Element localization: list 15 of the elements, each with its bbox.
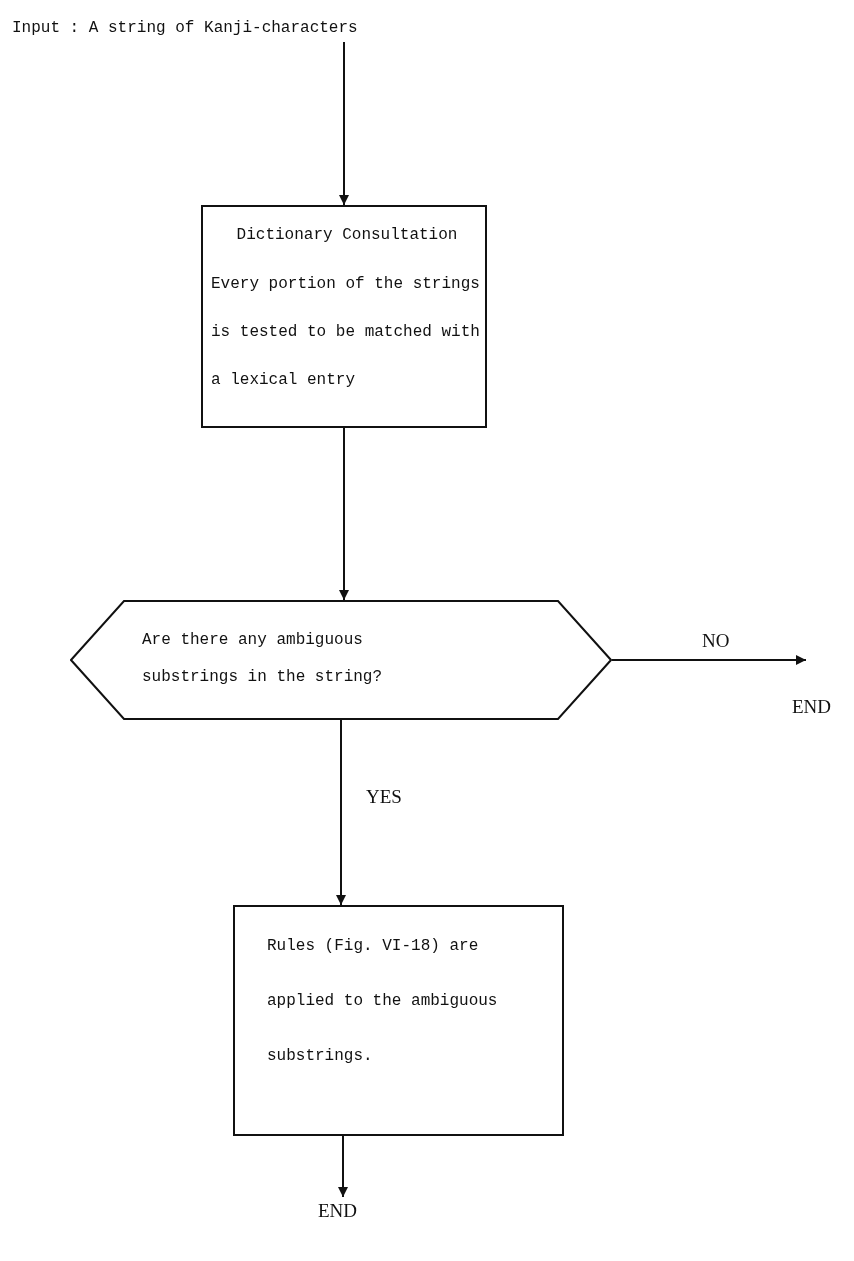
- box-text: Rules (Fig. VI-18) are applied to the ambiguous substrings.: [267, 936, 499, 1067]
- end-label: END: [792, 695, 833, 719]
- input-label: Input : A string of Kanji-characters: [12, 18, 359, 39]
- process-box: [233, 905, 564, 1136]
- decision-question: Are there any ambiguous substrings in the string?: [142, 630, 384, 688]
- box-text: Every portion of the strings is tested to be matched with a lexical entry: [211, 274, 481, 391]
- arrow: [611, 655, 807, 665]
- process-box: [201, 205, 487, 428]
- end-label: END: [318, 1199, 359, 1223]
- arrow: [339, 41, 349, 206]
- arrow: [339, 427, 349, 601]
- decision-hexagon: [70, 600, 612, 720]
- arrow: [338, 1135, 348, 1198]
- arrow: [336, 719, 346, 906]
- box-heading: Dictionary Consultation: [235, 225, 459, 246]
